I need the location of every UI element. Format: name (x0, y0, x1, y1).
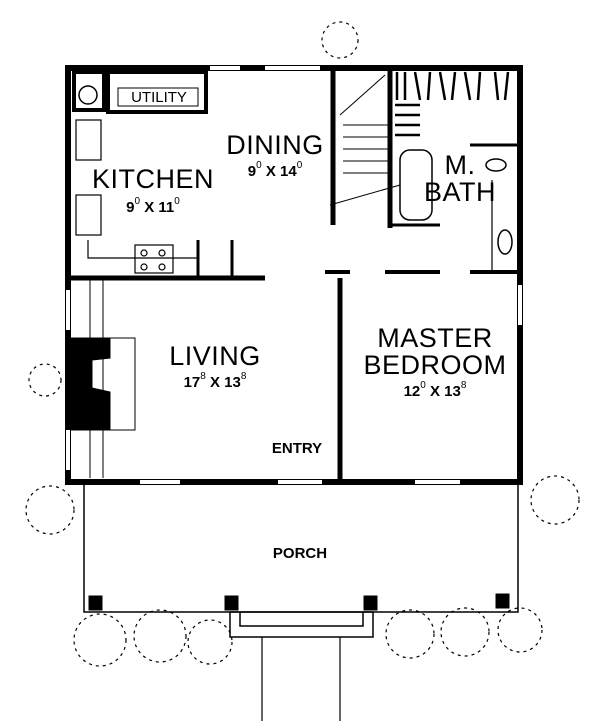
room-label-master-line1: MASTER (377, 323, 493, 353)
room-living: LIVING 178 X 138 (150, 341, 280, 391)
room-kitchen: KITCHEN 90 X 110 (78, 164, 228, 216)
room-label-utility: UTILITY (131, 89, 187, 106)
room-label-entry: ENTRY (271, 440, 323, 457)
room-dims-master: 120 X 138 (403, 380, 467, 400)
room-dims-kitchen: 90 X 110 (126, 196, 180, 216)
room-label-master-line2: BEDROOM (363, 350, 507, 380)
room-master-bedroom: MASTER BEDROOM 120 X 138 (350, 323, 520, 400)
room-mbath: M. BATH (420, 152, 500, 206)
room-dining: DINING 90 X 140 (210, 130, 340, 180)
room-dims-living: 178 X 138 (183, 371, 247, 391)
room-label-kitchen: KITCHEN (91, 164, 214, 194)
room-label-porch: PORCH (272, 545, 328, 562)
room-label-living: LIVING (169, 341, 261, 371)
room-dims-dining: 90 X 140 (247, 160, 303, 180)
room-label-dining: DINING (226, 130, 324, 160)
room-label-mbath-line2: BATH (423, 177, 496, 207)
room-label-mbath-line1: M. (444, 150, 476, 180)
